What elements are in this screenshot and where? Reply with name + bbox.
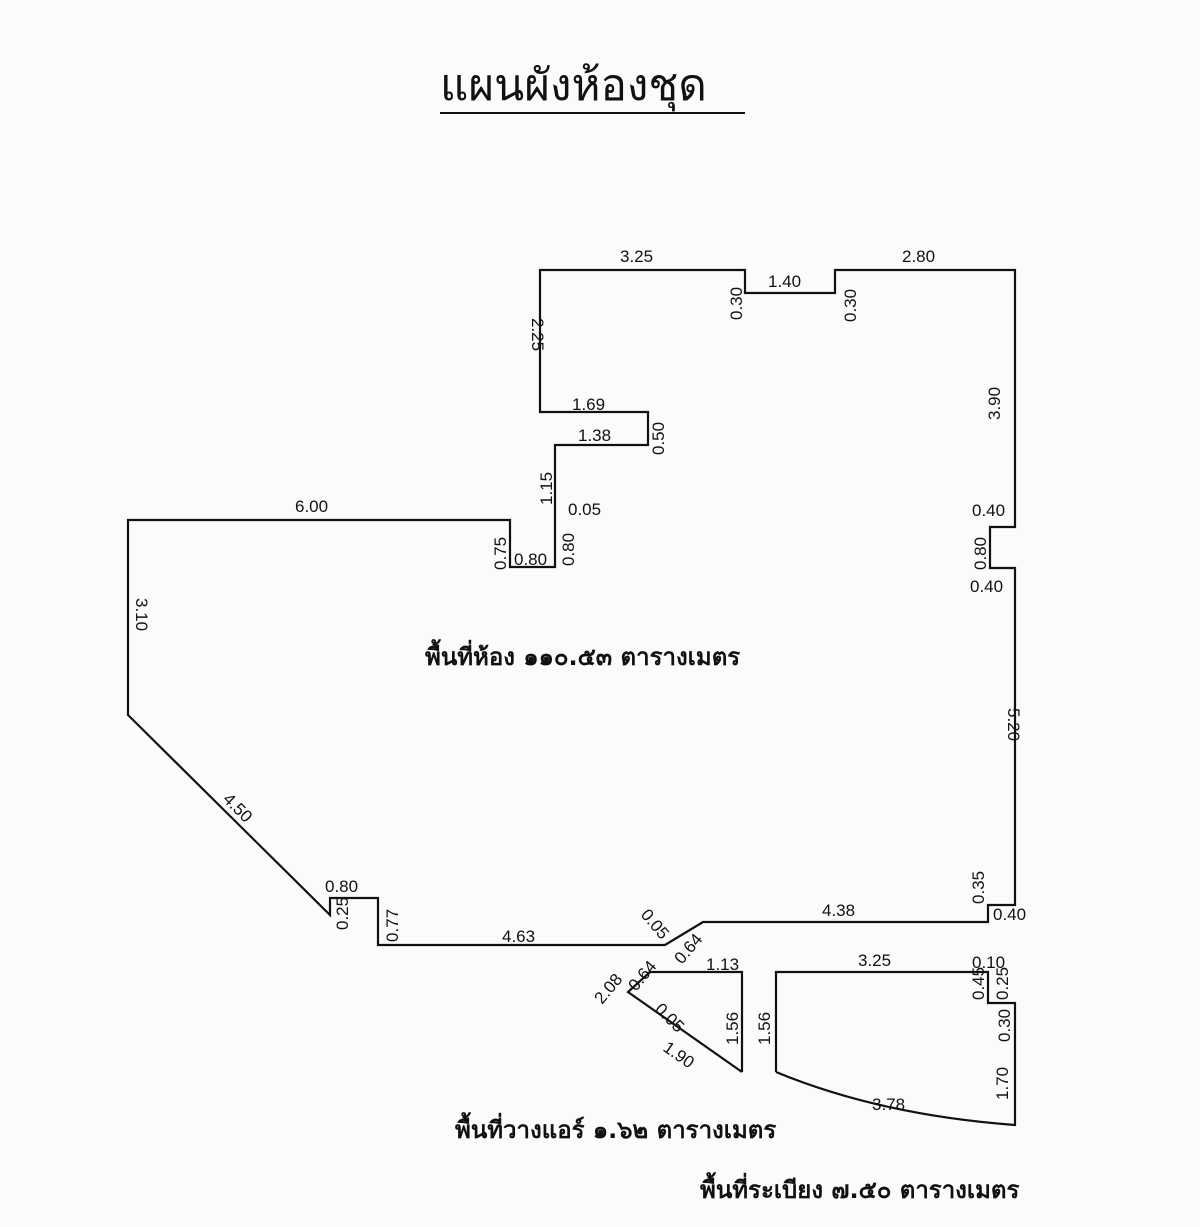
dim: 3.78 (872, 1095, 905, 1114)
balcony-area-label: พื้นที่ระเบียง ๗.๕๐ ตารางเมตร (700, 1171, 1019, 1204)
dim: 0.77 (383, 909, 402, 942)
dim: 5.20 (1004, 708, 1023, 741)
dim: 0.25 (993, 967, 1012, 1000)
ac-area-label: พื้นที่วางแอร์ ๑.๖๒ ตารางเมตร (455, 1111, 776, 1144)
dim: 1.70 (993, 1067, 1012, 1100)
ac-area-outline (626, 970, 744, 1073)
dim: 1.15 (537, 472, 556, 505)
dim: 4.38 (822, 901, 855, 920)
balcony-outline (774, 970, 1017, 1127)
dim: 1.90 (660, 1038, 698, 1073)
dim: 0.10 (972, 953, 1005, 972)
dim: 0.50 (649, 422, 668, 455)
dim: 2.08 (591, 970, 627, 1008)
dim: 1.13 (706, 955, 739, 974)
dim: 0.80 (514, 550, 547, 569)
dim: 6.00 (295, 497, 328, 516)
dim: 4.63 (502, 927, 535, 946)
dim: 3.10 (132, 598, 151, 631)
dim: 0.40 (970, 577, 1003, 596)
dim: 1.56 (723, 1012, 742, 1045)
dim: 0.80 (325, 877, 358, 896)
dim: 0.80 (559, 533, 578, 566)
dim: 3.90 (985, 387, 1004, 420)
dim: 0.40 (993, 905, 1026, 924)
dim: 0.05 (568, 500, 601, 519)
dim: 0.05 (637, 905, 673, 943)
room-area-label: พื้นที่ห้อง ๑๑๐.๕๓ ตารางเมตร (425, 638, 740, 671)
dim: 4.50 (219, 789, 256, 826)
room-outline (126, 268, 1017, 947)
dim: 0.75 (491, 537, 510, 570)
dim: 0.40 (972, 501, 1005, 520)
dim: 0.80 (971, 537, 990, 570)
dim: 0.25 (333, 897, 352, 930)
plan-title: แผนผังห้องชุด (440, 60, 707, 112)
dim: 2.80 (902, 247, 935, 266)
dim: 1.38 (578, 426, 611, 445)
dimension-labels: 3.25 0.30 1.40 0.30 2.80 2.25 1.69 1.38 … (132, 247, 1026, 1114)
dim: 3.25 (620, 247, 653, 266)
dim: 2.25 (528, 318, 547, 351)
dim: 1.69 (572, 395, 605, 414)
dim: 1.56 (755, 1012, 774, 1045)
dim: 1.40 (768, 272, 801, 291)
dim: 0.30 (727, 287, 746, 320)
dim: 0.30 (841, 289, 860, 322)
dim: 0.64 (671, 930, 707, 968)
dim: 3.25 (858, 951, 891, 970)
dim: 0.30 (995, 1009, 1014, 1042)
dim: 0.45 (969, 967, 988, 1000)
dim: 0.35 (969, 871, 988, 904)
